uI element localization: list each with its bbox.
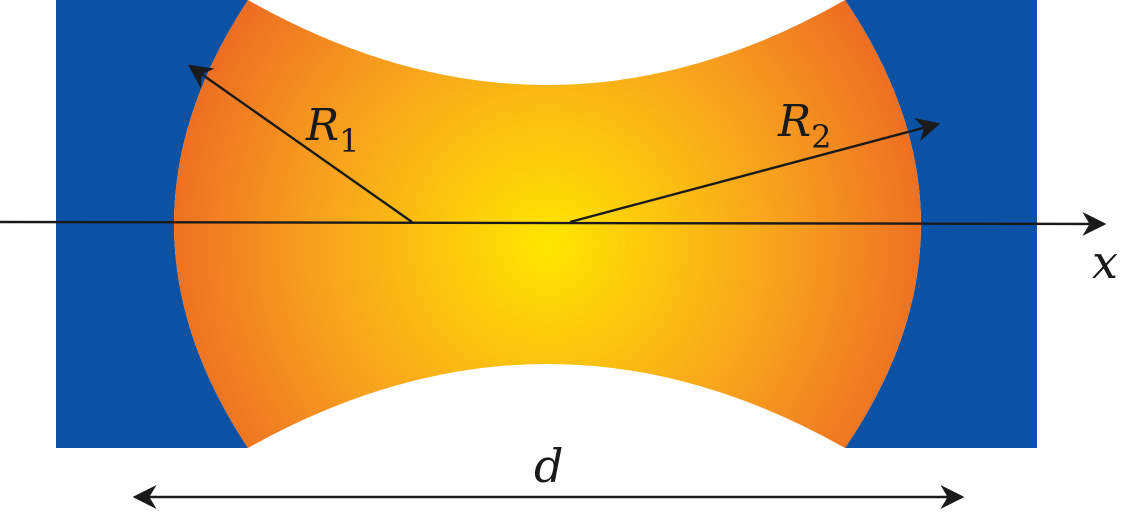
label-r2-subscript: 2	[811, 118, 831, 156]
left-mirror	[56, 0, 248, 448]
radius-r2-arrow	[569, 117, 941, 224]
label-r1-letter: R	[305, 100, 339, 151]
radius-r1-arrow	[188, 64, 413, 223]
label-r1-subscript: 1	[339, 122, 359, 160]
label-r2: R2	[777, 96, 832, 156]
label-r1: R1	[305, 100, 360, 160]
optical-axis-line	[0, 211, 1107, 236]
label-r2-letter: R	[777, 96, 811, 147]
label-axis-x: x	[1092, 235, 1118, 289]
label-distance-d: d	[534, 439, 563, 493]
